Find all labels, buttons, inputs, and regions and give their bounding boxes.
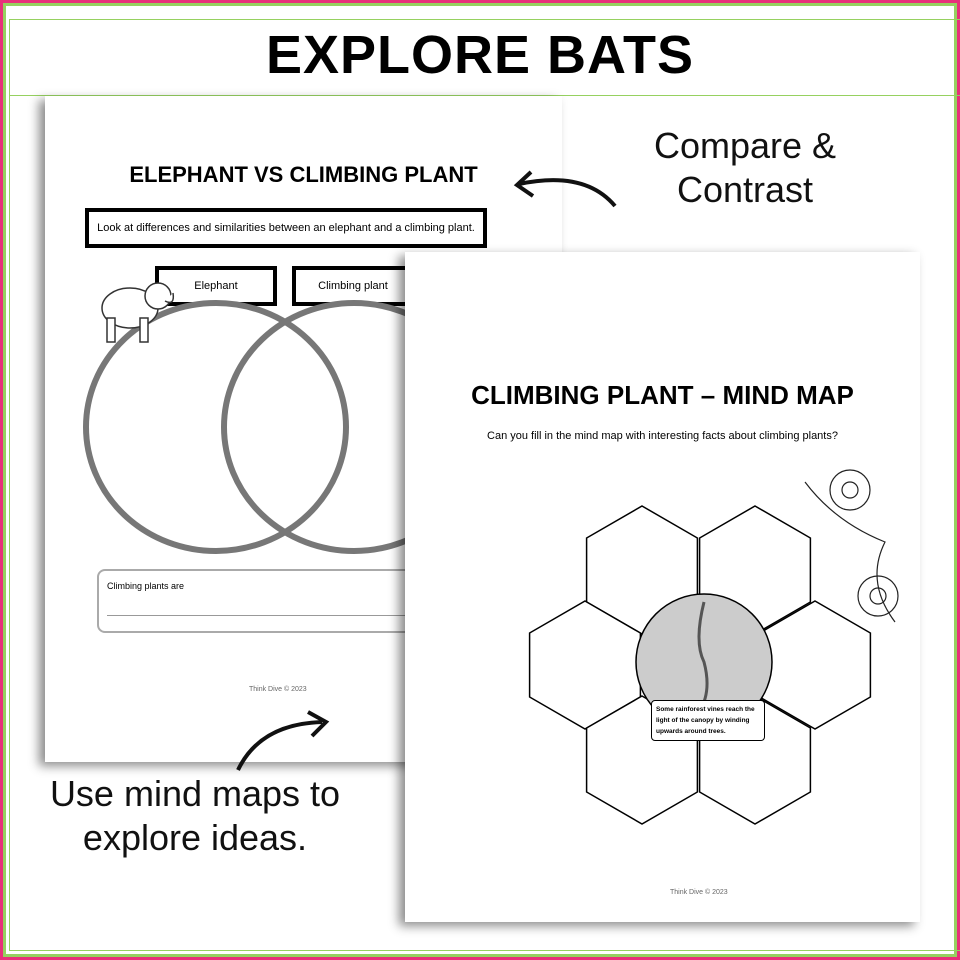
vine-icon: [697, 601, 709, 713]
divider: [9, 95, 960, 96]
footer: Think Dive © 2023: [670, 889, 728, 896]
writing-line: [107, 615, 511, 616]
main-title: EXPLORE BATS: [265, 25, 695, 85]
caption-mindmap: Use mind maps to explore ideas.: [49, 773, 341, 858]
arrow-right-icon: [236, 710, 330, 771]
worksheet-mind-map: CLIMBING PLANT – MIND MAP Can you fill i…: [405, 252, 920, 922]
mind-map: [528, 469, 899, 825]
prompt-text: Climbing plants are: [107, 581, 185, 591]
instruction-box: Look at differences and similarities bet…: [85, 208, 487, 248]
footer: Think Dive © 2023: [249, 686, 307, 693]
hexagon-cell[interactable]: [528, 600, 642, 730]
mind-map-subtitle: Can you fill in the mind map with intere…: [487, 430, 838, 442]
content-frame: [9, 19, 960, 951]
caption-compare: Compare & Contrast: [653, 125, 837, 210]
passionflower-icon: [804, 469, 899, 623]
green-border: [3, 3, 957, 957]
venn-circle-left: [83, 300, 349, 554]
venn-title: ELEPHANT VS CLIMBING PLANT: [129, 162, 478, 187]
arrow-left-icon: [513, 170, 617, 208]
fact-box: Some rainforest vines reach the light of…: [651, 700, 765, 741]
elephant-icon: [101, 282, 175, 343]
venn-diagram: [83, 282, 487, 554]
mind-map-title: CLIMBING PLANT – MIND MAP: [471, 380, 854, 410]
